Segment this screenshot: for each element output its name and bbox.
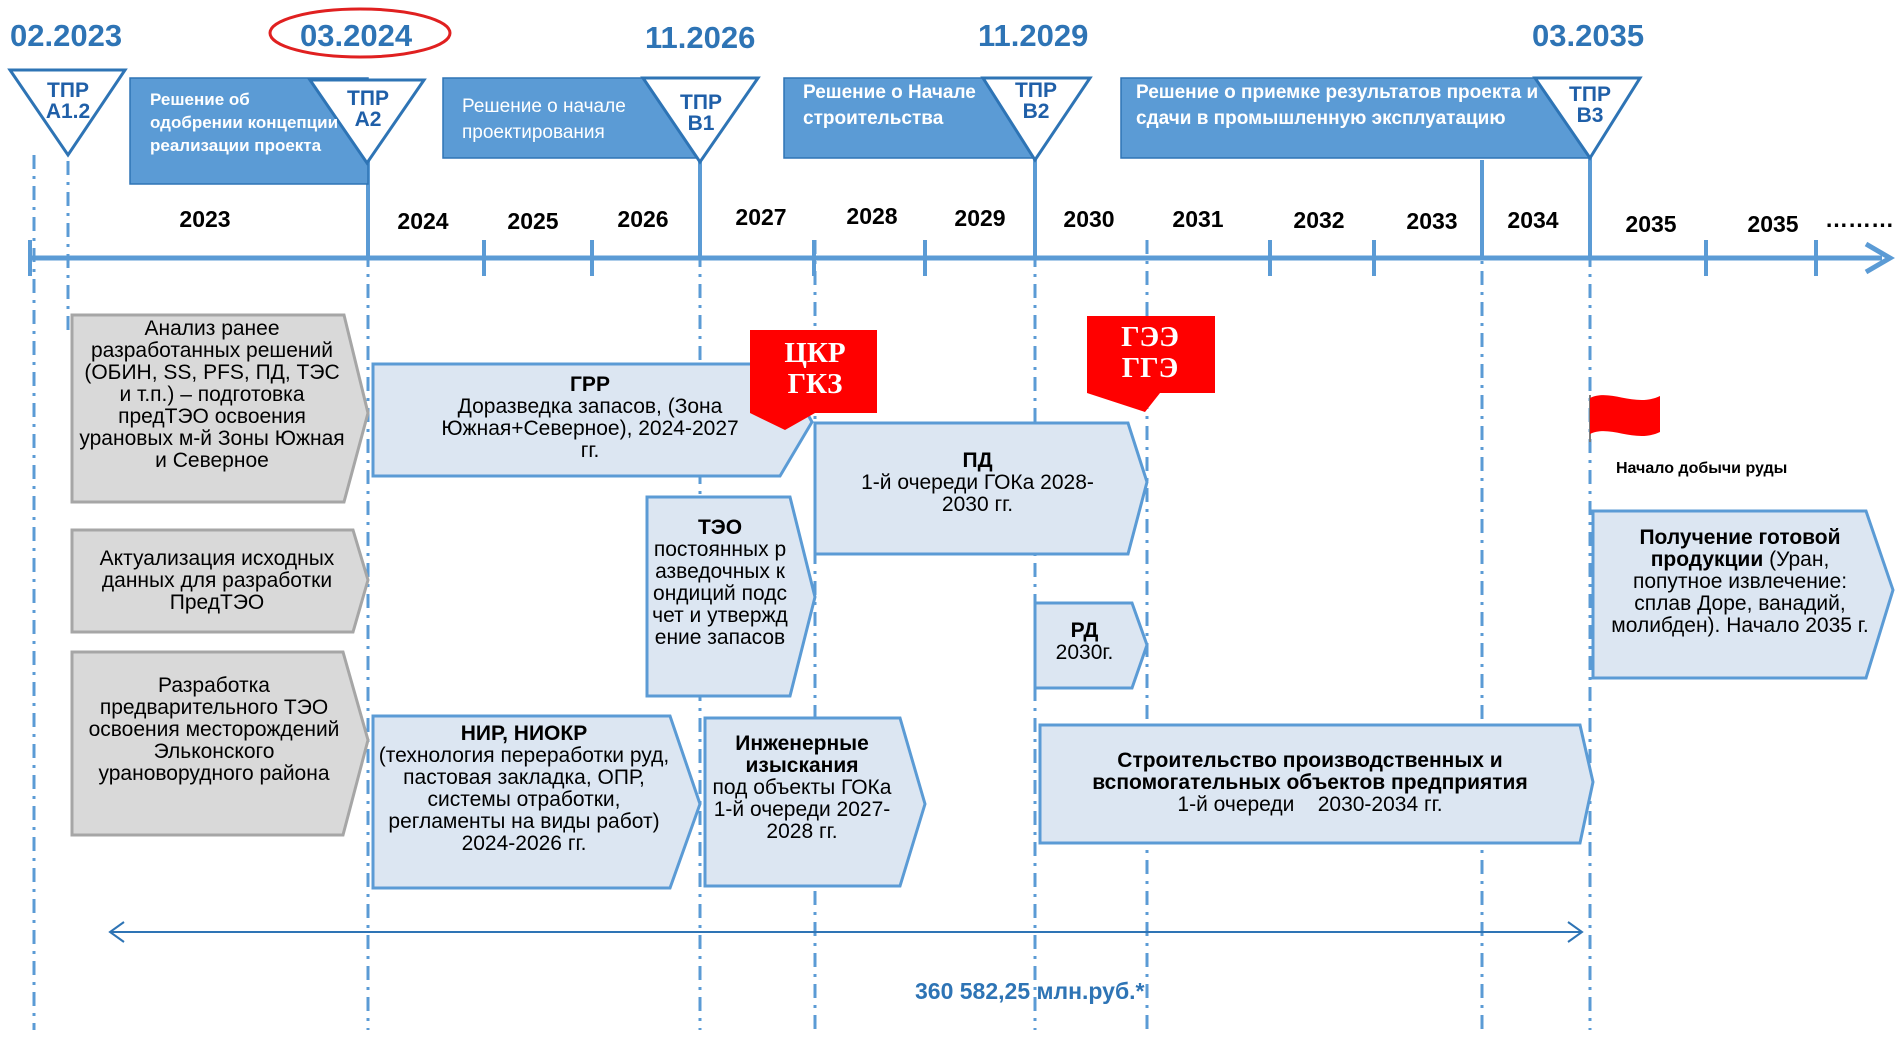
box-grr-shape — [371, 362, 814, 478]
box-nir: НИР, НИОКР (технология переработки руд, … — [378, 723, 670, 855]
date-label: 11.2029 — [978, 18, 1089, 53]
year-label: 2028 — [846, 203, 898, 229]
box-nir-shape — [371, 714, 702, 890]
milestone-lines — [366, 150, 1592, 258]
year-label: 2035 — [1625, 211, 1677, 237]
box-body: (технология переработки руд, пастовая за… — [378, 744, 670, 855]
box-title: ГРР — [570, 373, 610, 396]
flag-gee-shape — [1087, 316, 1215, 412]
year-label: 2026 — [617, 206, 669, 232]
highlight-circle — [268, 7, 452, 59]
gray-box — [70, 313, 370, 504]
year-label: 2032 — [1293, 207, 1345, 233]
gate-label: ТПР А2 — [347, 87, 389, 131]
gate-triangles — [7, 68, 1643, 166]
year-label: 2033 — [1406, 208, 1458, 234]
box-rd-shape — [1033, 601, 1149, 690]
box-surveys: Инженерные изыскания под объекты ГОКа 1-… — [712, 733, 892, 843]
box-body: Доразведка запасов, (Зона Южная+Северное… — [441, 395, 739, 462]
flag-ckr-gkz: ЦКР ГКЗ — [784, 337, 846, 400]
start-mining-label: Начало добычи руды — [1616, 460, 1788, 477]
gate-label: ТПР А1.2 — [45, 79, 91, 123]
gate-label: ТПР В2 — [1015, 79, 1057, 123]
box-teo-shape — [645, 495, 817, 698]
box-body: под объекты ГОКа 1-й очереди 2027-2028 г… — [712, 776, 892, 843]
box-title: НИР, НИОКР — [460, 722, 588, 745]
box-title: РД — [1070, 619, 1099, 642]
timeline-arrowhead — [1864, 241, 1895, 275]
box-title: Получение готовой продукции — [1639, 526, 1841, 571]
banner-bg — [1120, 77, 1591, 159]
left-box-text: Актуализация исходных данных для разрабо… — [99, 547, 335, 614]
banner-text: Решение о приемке результатов проекта и … — [1136, 82, 1539, 129]
box-body: (Уран, попутное извлечение: сплав Доре, … — [1611, 548, 1869, 637]
year-label: 2029 — [954, 205, 1006, 231]
box-construction-shape — [1038, 723, 1595, 845]
total-cost: 360 582,25 млн.руб.* — [915, 978, 1145, 1004]
left-box-text: Разработка предварительного ТЭО освоения… — [88, 674, 340, 785]
box-title: Инженерные изыскания — [735, 732, 869, 777]
gray-box — [70, 528, 370, 634]
gate-triangle — [980, 76, 1093, 163]
gray-box — [70, 650, 370, 837]
year-label: 2030 — [1063, 206, 1115, 232]
gate-label: ТПР В3 — [1569, 83, 1611, 127]
year-label: 2023 — [179, 206, 231, 232]
box-pd: ПД 1-й очереди ГОКа 2028-2030 гг. — [840, 450, 1115, 516]
banner-text: Решение о Начале строительства — [803, 82, 976, 129]
date-label: 02.2023 — [10, 18, 123, 53]
box-pd-shape — [813, 421, 1149, 556]
box-body: 1-й очереди ГОКа 2028-2030 гг. — [861, 471, 1094, 516]
box-body: 2030г. — [1055, 641, 1114, 664]
year-label: 2034 — [1507, 207, 1559, 233]
year-label: 2025 — [507, 208, 559, 234]
box-title: ПД — [962, 449, 993, 472]
box-body: 1-й очереди 2030-2034 гг. — [1177, 793, 1443, 816]
red-flags — [750, 316, 1215, 430]
gate-label: ТПР В1 — [680, 91, 722, 135]
date-label: 03.2024 — [300, 18, 413, 53]
cost-arrow-right — [1567, 921, 1584, 943]
start-flag-icon — [1589, 395, 1660, 442]
year-label: 2035 — [1747, 211, 1799, 237]
decision-banners — [129, 77, 1591, 185]
banner-text: Решение об одобрении концепции реализаци… — [150, 90, 339, 155]
box-ii-shape — [703, 716, 927, 888]
date-label: 03.2035 — [1532, 18, 1645, 53]
year-label: 2027 — [735, 204, 787, 230]
left-box-text: Анализ ранее разработанных решений (ОБИН… — [79, 317, 345, 472]
box-teo: ТЭО постоянных разведочных кондиций подс… — [650, 517, 790, 649]
box-construction: Строительство производственных и вспомог… — [1060, 750, 1560, 816]
flag-ckr-shape — [750, 330, 877, 430]
gray-boxes — [70, 313, 370, 837]
box-product-shape — [1591, 509, 1895, 680]
flag-gee-gge: ГЭЭ ГГЭ — [1121, 321, 1179, 384]
gate-triangle — [307, 78, 427, 166]
gate-triangle — [640, 76, 761, 165]
year-label: 2031 — [1172, 206, 1224, 232]
year-label: 2024 — [397, 208, 449, 234]
date-label: 11.2026 — [645, 20, 756, 55]
axis-ticks — [28, 240, 1818, 276]
gate-triangle — [1532, 76, 1643, 161]
box-rd: РД 2030г. — [1042, 620, 1127, 664]
box-title: Строительство производственных и вспомог… — [1092, 749, 1528, 794]
banner-text: Решение о начале проектирования — [462, 96, 626, 143]
blue-boxes — [371, 362, 1895, 890]
cost-arrow-left — [108, 921, 125, 943]
box-product: Получение готовой продукции (Уран, попут… — [1605, 527, 1875, 637]
box-body: постоянных разведочных кондиций подсчет … — [652, 538, 788, 649]
box-grr: ГРР Доразведка запасов, (Зона Южная+Севе… — [440, 374, 740, 462]
gate-triangle — [7, 68, 128, 158]
box-title: ТЭО — [697, 516, 743, 539]
year-more-label: ……… — [1825, 206, 1894, 232]
